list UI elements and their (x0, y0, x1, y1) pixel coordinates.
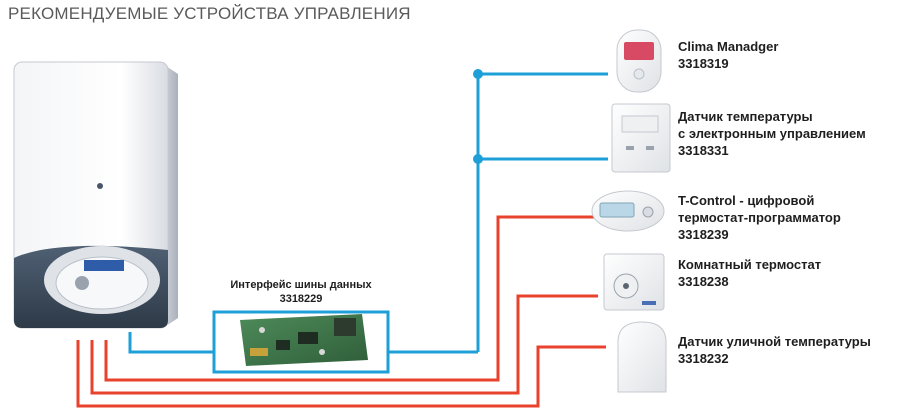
device-code: 3318238 (678, 274, 729, 289)
device-code: 3318239 (678, 227, 729, 242)
device-name-line: термостат-программатор (678, 210, 841, 225)
room-controller-icon (616, 29, 662, 93)
device-name-line: Датчик уличной температуры (678, 334, 871, 349)
interface-label: Интерфейс шины данных 3318229 (196, 278, 406, 306)
device-code: 3318319 (678, 56, 729, 71)
device-label-outdoor-sensor: Датчик уличной температуры 3318232 (678, 333, 871, 367)
interface-name: Интерфейс шины данных (230, 279, 372, 291)
bus-line-boiler-to-interface (128, 332, 214, 354)
bus-lines (128, 72, 608, 354)
boiler-logo-icon (97, 183, 103, 189)
boiler-knob (75, 276, 89, 290)
page-title: РЕКОМЕНДУЕМЫЕ УСТРОЙСТВА УПРАВЛЕНИЯ (8, 4, 411, 23)
boiler-display (84, 260, 124, 271)
device-name-line: с электронным управлением (678, 126, 866, 141)
wired-line-t-control (104, 215, 598, 382)
interface-code: 3318229 (279, 293, 323, 305)
bus-junction-dot (473, 69, 483, 79)
boiler-side (166, 66, 178, 326)
programmable-thermostat-icon (591, 190, 665, 232)
interface-board-image (240, 314, 368, 366)
room-thermostat-icon (603, 253, 665, 311)
wired-lines (76, 215, 606, 408)
device-name-line: Комнатный термостат (678, 257, 822, 272)
device-label-t-control: T-Control - цифровой термостат-программа… (678, 192, 841, 243)
boiler (13, 61, 178, 329)
device-label-room-thermostat: Комнатный термостат 3318238 (678, 256, 821, 290)
bus-junction-dot (473, 154, 483, 164)
device-label-temperature-sensor: Датчик температуры с электронным управле… (678, 108, 866, 159)
device-label-clima-manager: Clima Manadger 3318319 (678, 38, 778, 72)
boiler-dial (55, 256, 149, 310)
device-name-line: T-Control - цифровой (678, 193, 815, 208)
outdoor-sensor-icon (617, 321, 667, 393)
device-name-line: Датчик температуры (678, 109, 813, 124)
temperature-sensor-icon (611, 103, 671, 173)
device-name-line: Clima Manadger (678, 39, 779, 54)
wired-line-outdoor-sensor (76, 340, 606, 408)
device-code: 3318232 (678, 351, 729, 366)
device-code: 3318331 (678, 143, 729, 158)
wired-line-room-thermostat (90, 294, 598, 395)
